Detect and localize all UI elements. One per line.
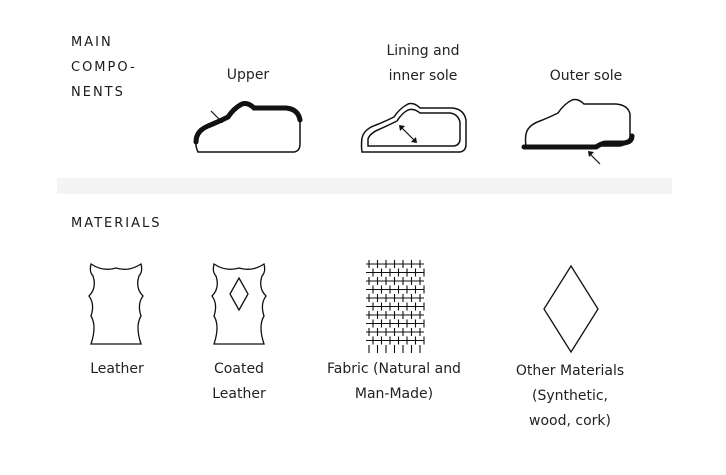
- shoe-lining-icon: [360, 102, 467, 153]
- materials-title: MATERIALS: [71, 216, 162, 231]
- shoe-upper-icon: [193, 101, 303, 153]
- material-label-other: Other Materials (Synthetic, wood, cork): [515, 363, 625, 429]
- fabric-weave-icon: [366, 260, 425, 353]
- component-label-outer-sole: Outer sole: [549, 68, 623, 84]
- diamond-icon: [543, 264, 599, 354]
- component-label-lining: Lining and inner sole: [386, 43, 460, 84]
- component-label-upper: Upper: [226, 67, 270, 83]
- material-label-coated-leather: Coated Leather: [212, 361, 266, 402]
- shoe-outer-sole-icon: [521, 98, 635, 165]
- leather-hide-icon: [88, 262, 144, 345]
- coated-leather-icon: [211, 262, 267, 345]
- section-divider: [57, 178, 672, 194]
- material-label-leather: Leather: [90, 361, 144, 377]
- main-components-title: MAIN COMPO- NENTS: [71, 35, 137, 100]
- material-label-fabric: Fabric (Natural and Man-Made): [327, 361, 461, 402]
